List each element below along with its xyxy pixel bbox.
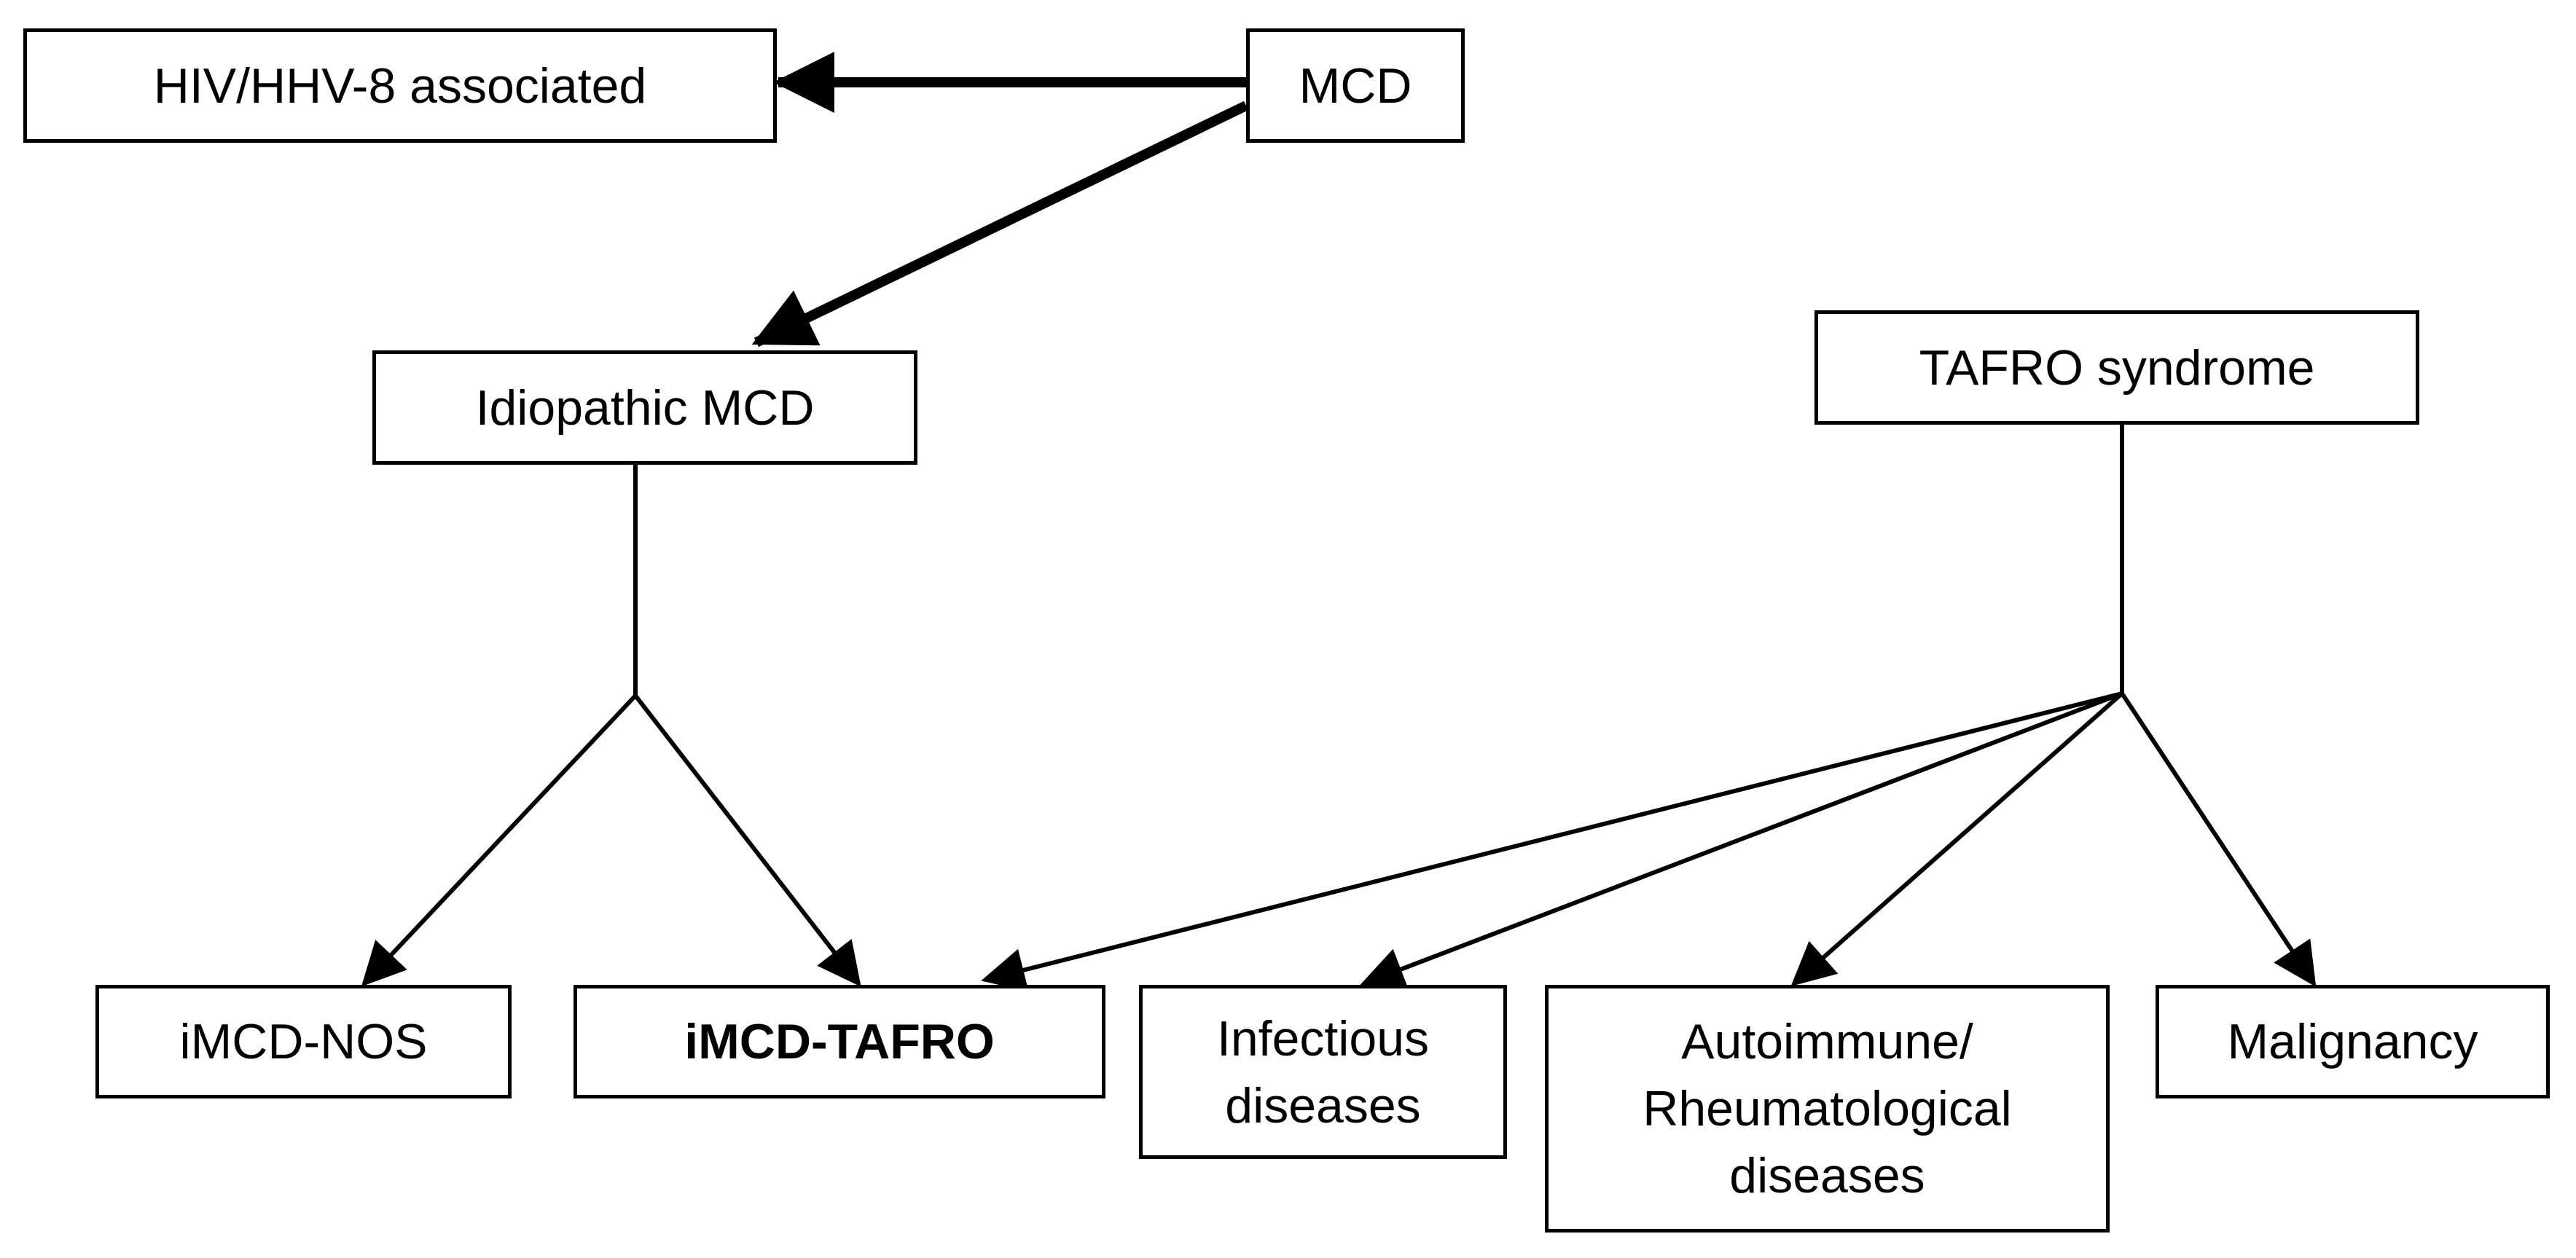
node-malignancy-label: Malignancy <box>2227 1014 2478 1069</box>
edge-idiopathic-to-imcd-nos <box>361 693 638 987</box>
node-tafro-syndrome: TAFRO syndrome <box>1814 310 2419 425</box>
node-idiopathic-mcd: Idiopathic MCD <box>372 350 917 465</box>
node-autoimmune-rheumatological: Autoimmune/ Rheumatological diseases <box>1545 985 2110 1233</box>
edge-tafro-to-autoimmune <box>1790 691 2123 986</box>
edge-tafro-to-imcd-tafro <box>981 691 2123 991</box>
node-mcd: MCD <box>1246 28 1465 143</box>
node-infectious-diseases: Infectious diseases <box>1139 985 1507 1159</box>
node-imcd-tafro: iMCD-TAFRO <box>573 985 1105 1098</box>
node-tafro-syndrome-label: TAFRO syndrome <box>1919 339 2315 396</box>
node-imcd-nos: iMCD-NOS <box>95 985 512 1098</box>
node-autoimmune-rheumatological-label: Autoimmune/ Rheumatological diseases <box>1643 1014 2012 1203</box>
edge-idiopathic-to-imcd-tafro <box>633 694 861 987</box>
node-hiv-hhv8-associated-label: HIV/HHV-8 associated <box>153 58 647 114</box>
node-hiv-hhv8-associated: HIV/HHV-8 associated <box>23 28 777 143</box>
node-infectious-diseases-label: Infectious diseases <box>1216 1010 1430 1133</box>
node-malignancy: Malignancy <box>2156 985 2550 1098</box>
node-idiopathic-mcd-label: Idiopathic MCD <box>475 380 815 436</box>
node-imcd-nos-label: iMCD-NOS <box>179 1014 428 1069</box>
node-mcd-label: MCD <box>1299 58 1412 114</box>
node-imcd-tafro-label: iMCD-TAFRO <box>684 1014 995 1069</box>
edge-mcd-to-idiopathic <box>751 101 1249 347</box>
edge-tafro-to-infectious <box>1360 691 2123 990</box>
edge-tafro-to-malignancy <box>2120 692 2317 988</box>
